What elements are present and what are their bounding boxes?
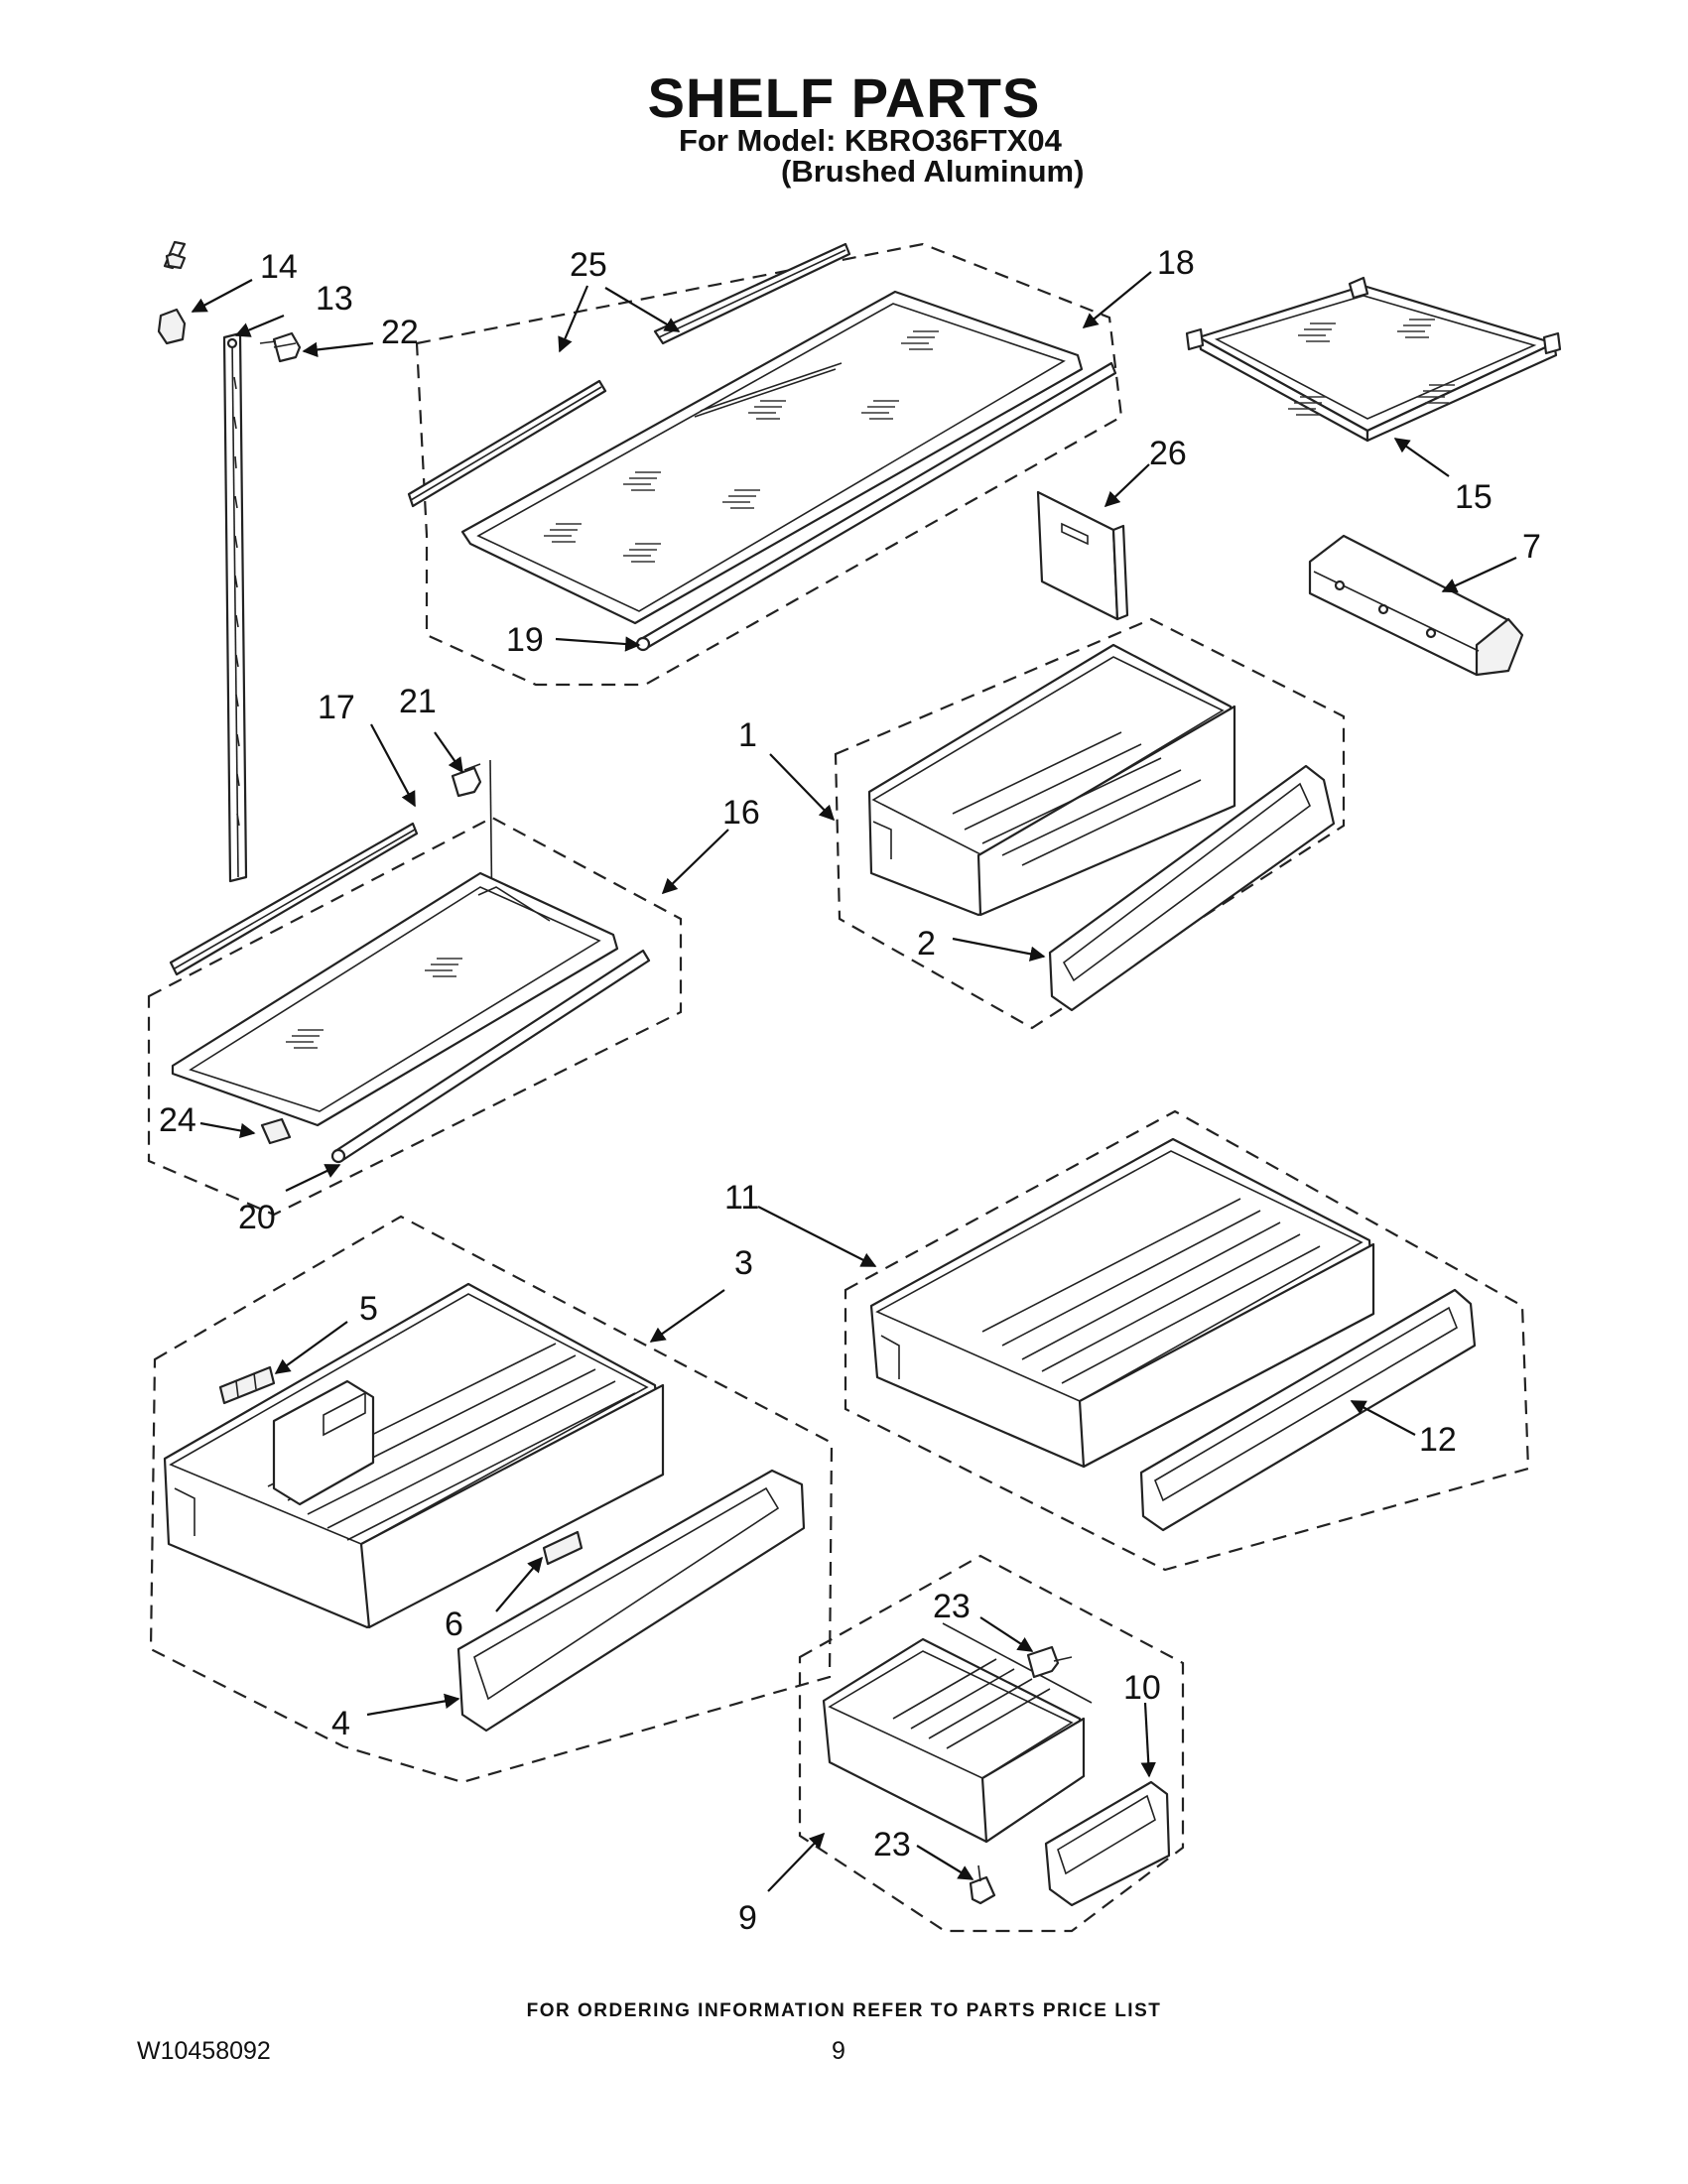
callout-9: 9: [738, 1899, 757, 1937]
callout-26: 26: [1149, 435, 1187, 472]
callout-18: 18: [1157, 244, 1195, 282]
drawer-front-label: [542, 1530, 584, 1566]
lower-glass-shelf: [171, 871, 619, 1127]
group-outline-small-drawer: [798, 1554, 1185, 1933]
upper-crisper-pan: [867, 643, 1236, 917]
group-outline-top-shelf: [415, 242, 1123, 687]
group-outline-large-drawer: [149, 1215, 834, 1784]
model-line: For Model: KBRO36FTX04: [679, 123, 1062, 158]
callout-19: 19: [506, 621, 544, 659]
callout-13: 13: [316, 280, 353, 318]
large-drawer-pan: [163, 1282, 665, 1629]
small-drawer-pan: [822, 1622, 1093, 1844]
callout-4: 4: [331, 1705, 350, 1742]
small-glass-shelf: [1185, 276, 1562, 443]
callout-5: 5: [359, 1290, 378, 1328]
drawer-slide-screw-lower: [969, 1864, 996, 1905]
callout-14: 14: [260, 248, 298, 286]
callout-1: 1: [738, 716, 757, 754]
large-drawer-front-cover: [456, 1469, 806, 1733]
callout-16: 16: [722, 794, 760, 832]
callout-21: 21: [399, 683, 437, 720]
callout-12: 12: [1419, 1421, 1457, 1459]
large-crisper-pan: [869, 1137, 1375, 1469]
drawer-control-housing: [272, 1379, 375, 1506]
drawer-slide-screw-upper: [1026, 1645, 1073, 1679]
callout-7: 7: [1522, 528, 1541, 566]
callout-3: 3: [734, 1244, 753, 1282]
upper-pan-front-cover: [1048, 764, 1336, 1012]
top-glass-shelf: [460, 290, 1084, 625]
group-outline-lower-shelf: [147, 816, 683, 1217]
group-outline-large-pan: [844, 1109, 1530, 1572]
group-outline-upper-pan: [834, 617, 1346, 1030]
document-number: W10458092: [137, 2037, 271, 2065]
callout-23-lower: 23: [873, 1826, 911, 1863]
rail-screw: [259, 331, 302, 363]
callout-25: 25: [570, 246, 607, 284]
page-title: SHELF PARTS: [647, 66, 1041, 129]
crisper-divider: [1036, 490, 1129, 621]
top-shelf-trim-rear: [653, 242, 851, 345]
page-number: 9: [832, 2037, 845, 2065]
top-shelf-trim-front: [407, 379, 607, 508]
vertical-shelf-rail: [163, 240, 248, 883]
ordering-note: FOR ORDERING INFORMATION REFER TO PARTS …: [526, 2000, 1162, 2021]
callout-15: 15: [1455, 478, 1493, 516]
callout-6: 6: [445, 1606, 463, 1643]
callout-23-upper: 23: [933, 1588, 971, 1625]
drawer-control-knob: [218, 1365, 276, 1405]
callout-2: 2: [917, 925, 936, 963]
callout-22: 22: [381, 314, 419, 351]
lower-shelf-front-trim: [330, 949, 651, 1164]
callout-10: 10: [1123, 1669, 1161, 1707]
rail-cap: [157, 308, 187, 345]
small-drawer-front-cover: [1044, 1780, 1171, 1907]
lower-shelf-end-cap: [260, 1117, 292, 1145]
callout-17: 17: [318, 689, 355, 726]
lower-shelf-trim-rear: [169, 822, 419, 976]
finish-line: (Brushed Aluminum): [781, 154, 1085, 189]
pan-cover-trim: [1308, 534, 1524, 677]
callout-20: 20: [238, 1199, 276, 1236]
callout-24: 24: [159, 1101, 196, 1139]
large-pan-front-cover: [1139, 1288, 1477, 1532]
callout-11: 11: [724, 1179, 759, 1217]
